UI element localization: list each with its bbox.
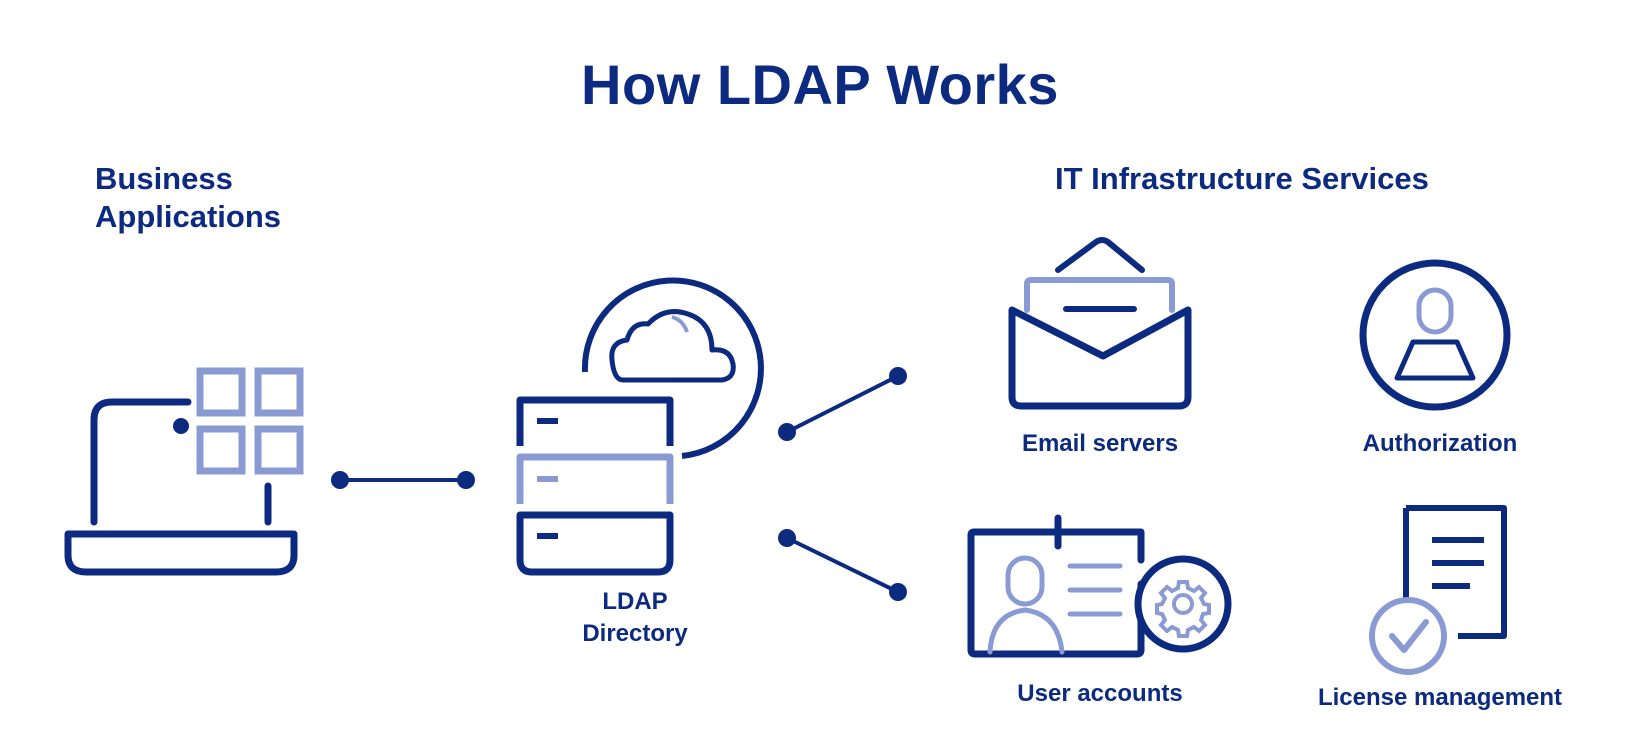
envelope-icon <box>1008 237 1192 410</box>
cloud-circle <box>581 277 764 459</box>
connector-bottom-right <box>778 529 907 601</box>
server-icon <box>516 396 674 576</box>
connector-left <box>331 471 475 489</box>
authorization-label: Authorization <box>1362 430 1518 457</box>
it-infrastructure-heading: IT Infrastructure Services <box>1055 161 1429 196</box>
laptop-camera-dot <box>173 418 189 434</box>
cloud-icon <box>609 309 736 383</box>
app-grid-icon <box>196 367 304 475</box>
laptop-icon <box>64 398 298 576</box>
business-applications-heading: Business Applications <box>95 161 282 234</box>
user-accounts-label: User accounts <box>1017 680 1183 707</box>
page-title: How LDAP Works <box>581 53 1059 116</box>
connector-top-right <box>778 367 907 441</box>
gear-icon <box>1134 555 1232 653</box>
ldap-directory-label: LDAP Directory <box>582 588 688 647</box>
email-servers-label: Email servers <box>1021 430 1179 457</box>
checkmark-circle-icon <box>1369 597 1447 675</box>
id-card-icon <box>967 514 1145 658</box>
license-management-label: License management <box>1317 684 1563 711</box>
user-circle-icon <box>1359 259 1511 411</box>
document-icon <box>1403 505 1507 639</box>
